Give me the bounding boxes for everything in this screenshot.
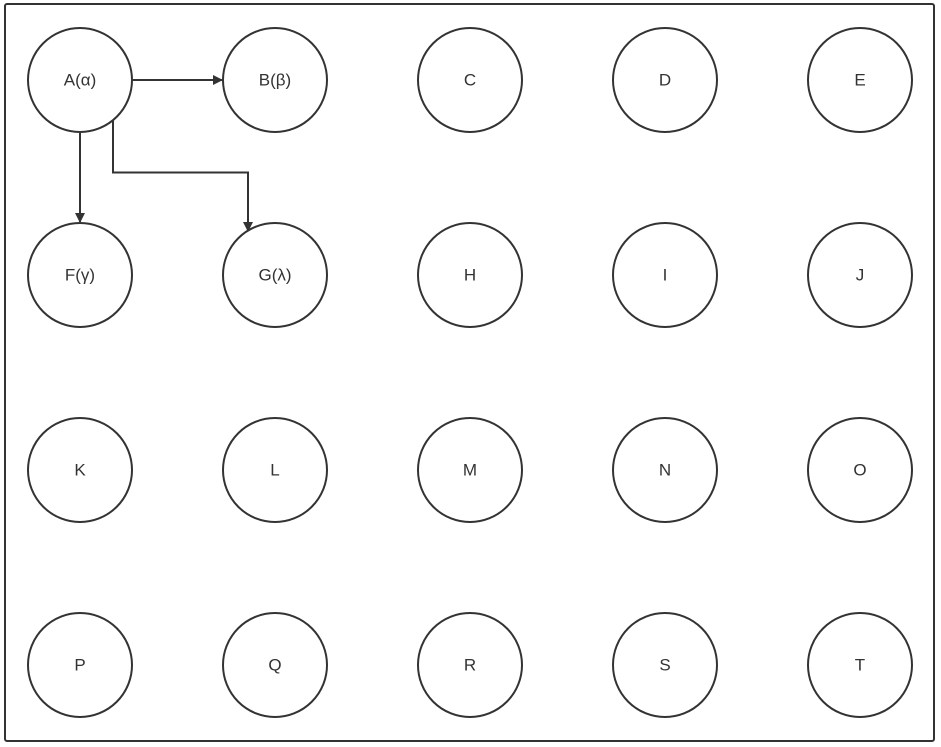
node-label: J <box>856 265 865 284</box>
node-label: R <box>464 655 476 674</box>
node-a[interactable]: A(α) <box>27 27 133 133</box>
node-label: G(λ) <box>258 265 291 284</box>
node-g[interactable]: G(λ) <box>222 222 328 328</box>
node-circle[interactable] <box>222 27 328 133</box>
nodes-layer: A(α) B(β) C D E F(γ) G(λ) H I J K L M N O P Q R S T <box>27 27 913 718</box>
node-m[interactable]: M <box>417 417 523 523</box>
node-circle[interactable] <box>27 222 133 328</box>
node-label: A(α) <box>64 70 97 89</box>
edges-layer <box>75 75 253 232</box>
node-circle[interactable] <box>612 27 718 133</box>
node-h[interactable]: H <box>417 222 523 328</box>
node-label: B(β) <box>259 70 291 89</box>
node-p[interactable]: P <box>27 612 133 718</box>
node-label: P <box>74 655 85 674</box>
node-i[interactable]: I <box>612 222 718 328</box>
node-circle[interactable] <box>417 27 523 133</box>
node-f[interactable]: F(γ) <box>27 222 133 328</box>
node-circle[interactable] <box>27 27 133 133</box>
node-circle[interactable] <box>222 222 328 328</box>
node-circle[interactable] <box>417 222 523 328</box>
node-circle[interactable] <box>27 417 133 523</box>
node-circle[interactable] <box>807 612 913 718</box>
node-label: O <box>853 460 866 479</box>
node-label: F(γ) <box>65 265 95 284</box>
node-s[interactable]: S <box>612 612 718 718</box>
node-k[interactable]: K <box>27 417 133 523</box>
node-label: S <box>659 655 670 674</box>
node-c[interactable]: C <box>417 27 523 133</box>
node-label: I <box>663 265 668 284</box>
node-j[interactable]: J <box>807 222 913 328</box>
node-label: Q <box>268 655 281 674</box>
node-circle[interactable] <box>222 612 328 718</box>
node-label: K <box>74 460 86 479</box>
node-circle[interactable] <box>417 612 523 718</box>
node-circle[interactable] <box>27 612 133 718</box>
node-o[interactable]: O <box>807 417 913 523</box>
node-circle[interactable] <box>807 417 913 523</box>
edge-a-to-g[interactable] <box>112 120 253 232</box>
node-circle[interactable] <box>222 417 328 523</box>
node-t[interactable]: T <box>807 612 913 718</box>
node-q[interactable]: Q <box>222 612 328 718</box>
node-label: H <box>464 265 476 284</box>
node-label: M <box>463 460 477 479</box>
node-label: T <box>855 655 865 674</box>
node-d[interactable]: D <box>612 27 718 133</box>
node-circle[interactable] <box>807 27 913 133</box>
node-l[interactable]: L <box>222 417 328 523</box>
node-circle[interactable] <box>807 222 913 328</box>
node-b[interactable]: B(β) <box>222 27 328 133</box>
node-r[interactable]: R <box>417 612 523 718</box>
node-label: E <box>854 70 865 89</box>
node-circle[interactable] <box>612 417 718 523</box>
node-label: C <box>464 70 476 89</box>
node-label: N <box>659 460 671 479</box>
node-label: L <box>270 460 279 479</box>
node-circle[interactable] <box>417 417 523 523</box>
node-label: D <box>659 70 671 89</box>
node-e[interactable]: E <box>807 27 913 133</box>
node-circle[interactable] <box>612 222 718 328</box>
node-circle[interactable] <box>612 612 718 718</box>
node-n[interactable]: N <box>612 417 718 523</box>
